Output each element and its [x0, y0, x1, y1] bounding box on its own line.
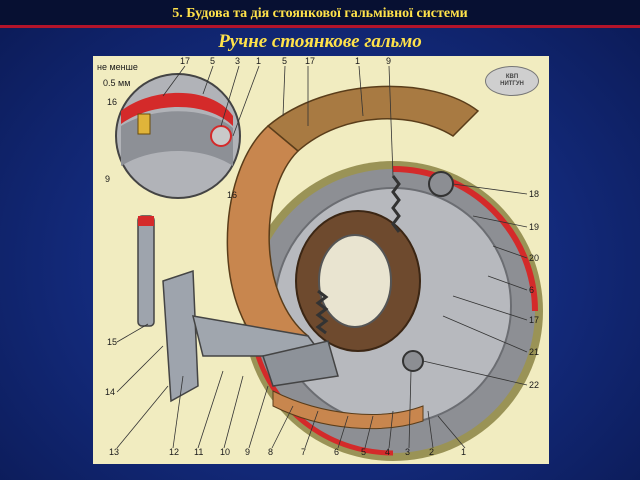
lower-bolt [402, 350, 424, 372]
label-18: 18 [529, 189, 540, 199]
label-17: 17 [180, 56, 191, 66]
label-5b: 5 [282, 56, 288, 66]
hub-bore [318, 234, 392, 328]
label-1b: 1 [355, 56, 361, 66]
brake-illustration [115, 73, 543, 461]
parking-brake-diagram: КВП НИТГУН не менше 0.5 мм 17 5 3 1 5 17… [93, 56, 549, 464]
label-17b: 17 [305, 56, 316, 66]
label-4: 4 [385, 447, 391, 457]
title-divider [0, 25, 640, 28]
label-9-bottom: 9 [245, 447, 251, 457]
title-bar [0, 0, 640, 28]
logo-text-line1: КВП [505, 74, 519, 80]
parking-lever-arm [137, 215, 155, 327]
label-19: 19 [529, 222, 540, 232]
logo-text-line2: НИТГУН [500, 81, 524, 87]
label-12: 12 [169, 447, 180, 457]
label-6: 6 [334, 447, 340, 457]
inset-pin [137, 113, 151, 135]
label-20: 20 [529, 253, 540, 263]
expander-housing [262, 340, 339, 387]
slide-subtitle: Ручне стоянкове гальмо [218, 31, 422, 52]
label-17-right: 17 [529, 315, 540, 325]
label-9-left: 9 [105, 174, 111, 184]
label-5-bottom: 5 [361, 447, 367, 457]
label-11: 11 [194, 447, 204, 457]
shoe-lining-top [266, 85, 480, 152]
label-1-bottom: 1 [461, 447, 467, 457]
clearance-note-line2: 0.5 мм [103, 78, 131, 88]
label-22: 22 [529, 380, 540, 390]
label-14: 14 [105, 387, 116, 397]
label-15: 15 [107, 337, 118, 347]
label-3: 3 [235, 56, 241, 66]
inset-rivet [210, 125, 232, 147]
clearance-note-line1: не менше [97, 62, 138, 72]
inset-red-seal [121, 92, 233, 126]
drum-red-edge [392, 166, 538, 312]
label-1: 1 [256, 56, 262, 66]
slide-title: 5. Будова та дія стоянкової гальмівної с… [172, 6, 468, 21]
lever-plate [162, 269, 199, 403]
adjuster-bolt [428, 171, 454, 197]
label-5: 5 [210, 56, 216, 66]
label-6-right: 6 [529, 285, 535, 295]
label-10: 10 [220, 447, 231, 457]
label-7: 7 [301, 447, 307, 457]
label-2: 2 [429, 447, 435, 457]
label-9: 9 [386, 56, 392, 66]
logo: КВП НИТГУН [485, 66, 539, 96]
return-spring-lower [315, 289, 329, 335]
label-3-bottom: 3 [405, 447, 411, 457]
label-13: 13 [109, 447, 120, 457]
label-16b: 16 [227, 190, 238, 200]
label-8: 8 [268, 447, 274, 457]
label-21: 21 [529, 347, 540, 357]
return-spring-upper [391, 175, 401, 233]
lever-arm-tip [138, 216, 154, 226]
label-16: 16 [107, 97, 118, 107]
